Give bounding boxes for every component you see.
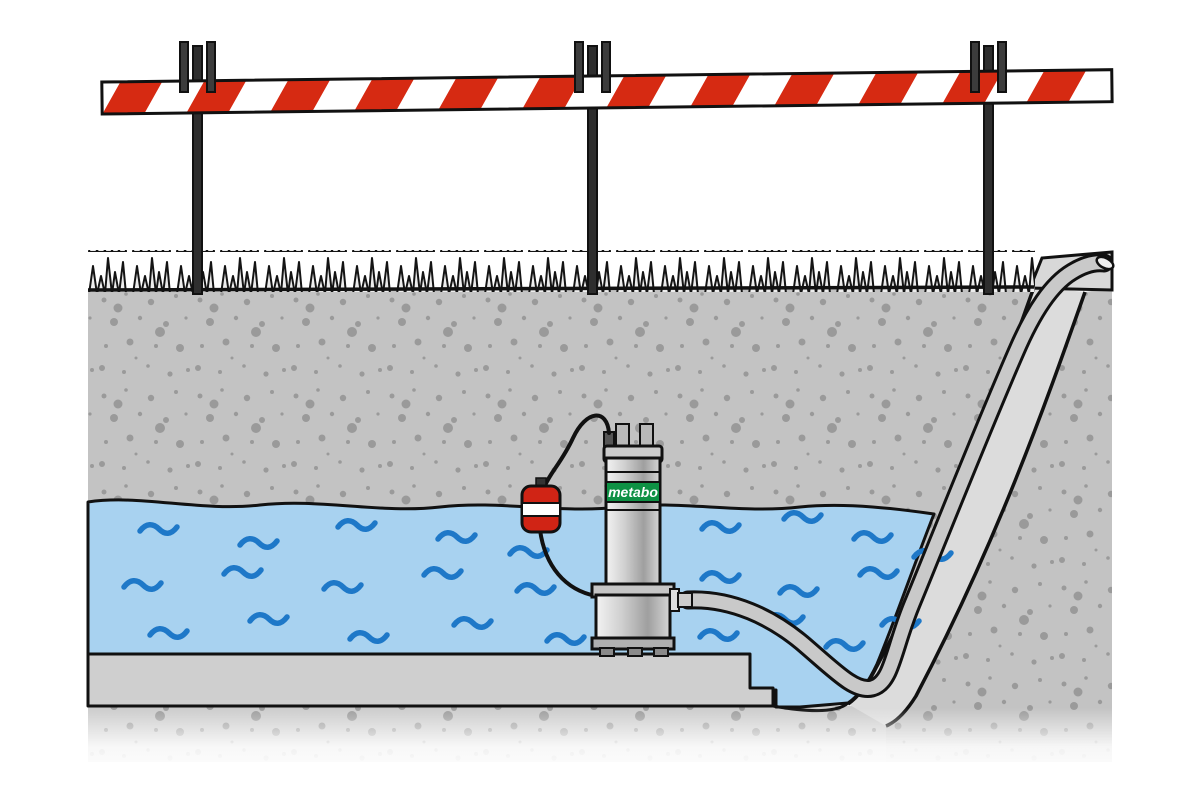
barrier-post — [983, 45, 994, 295]
clamp-bar — [970, 41, 980, 93]
construction-barrier — [100, 41, 1114, 295]
barrier-post — [587, 45, 598, 295]
clamp-bar — [601, 41, 611, 93]
pump-foot — [627, 647, 643, 657]
clamp-bar — [206, 41, 216, 93]
grass-strip — [88, 250, 1035, 292]
float-white-band — [521, 502, 561, 517]
discharge-hose — [678, 253, 1115, 698]
barrier-post — [192, 45, 203, 295]
pump-outlet-pipe — [677, 592, 693, 608]
clamp-bar — [997, 41, 1007, 93]
float-switch — [520, 477, 562, 534]
hose-body — [681, 256, 1111, 696]
float-cable-upper — [542, 413, 611, 490]
concrete-floor — [86, 652, 775, 708]
clamp-bar — [574, 41, 584, 93]
bottom-fade — [80, 708, 1120, 778]
metabo-label — [605, 481, 661, 503]
submersible-pump: metabo — [520, 413, 693, 657]
hose-open-end — [1095, 255, 1115, 271]
float-cable-lower — [538, 528, 598, 598]
barrier-clamps — [179, 41, 1007, 93]
pump-foot — [599, 647, 615, 657]
pump-foot — [653, 647, 669, 657]
ground-surface-line — [87, 285, 1035, 292]
pump-motor-body — [604, 456, 662, 590]
pump-housing — [594, 593, 672, 643]
metabo-brand-text: metabo — [608, 484, 658, 500]
clamp-bar — [179, 41, 189, 93]
barrier-posts — [192, 45, 994, 295]
